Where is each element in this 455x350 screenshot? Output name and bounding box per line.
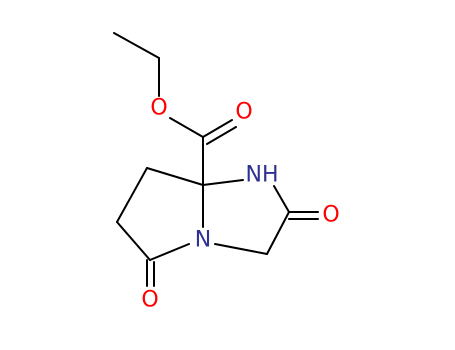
atom-nh: NH xyxy=(246,163,279,188)
atom-ester-oxygen: O xyxy=(150,96,167,121)
bond-o-carbonyl xyxy=(169,117,204,138)
bond-cq-nh xyxy=(202,179,244,186)
atom-ring-nitrogen: N xyxy=(195,228,211,253)
bond-cq-c7 xyxy=(146,167,204,186)
atom-carbonyl-oxygen-right: O xyxy=(322,203,339,228)
bond-ester-co-2 xyxy=(206,126,237,145)
atom-carbonyl-oxygen-bottom: O xyxy=(141,288,158,313)
bond-ester-co-1 xyxy=(202,119,233,138)
atom-carbonyl-oxygen-top: O xyxy=(235,100,252,125)
bond-c2-ch2 xyxy=(266,211,290,255)
bond-c6-c5 xyxy=(116,221,151,261)
bond-nh-c2 xyxy=(273,185,290,213)
bond-c7-c6 xyxy=(116,167,148,223)
bond-ch3-ch2 xyxy=(113,32,160,59)
bond-ch2-n xyxy=(214,243,268,255)
bond-c5-n xyxy=(149,243,190,261)
